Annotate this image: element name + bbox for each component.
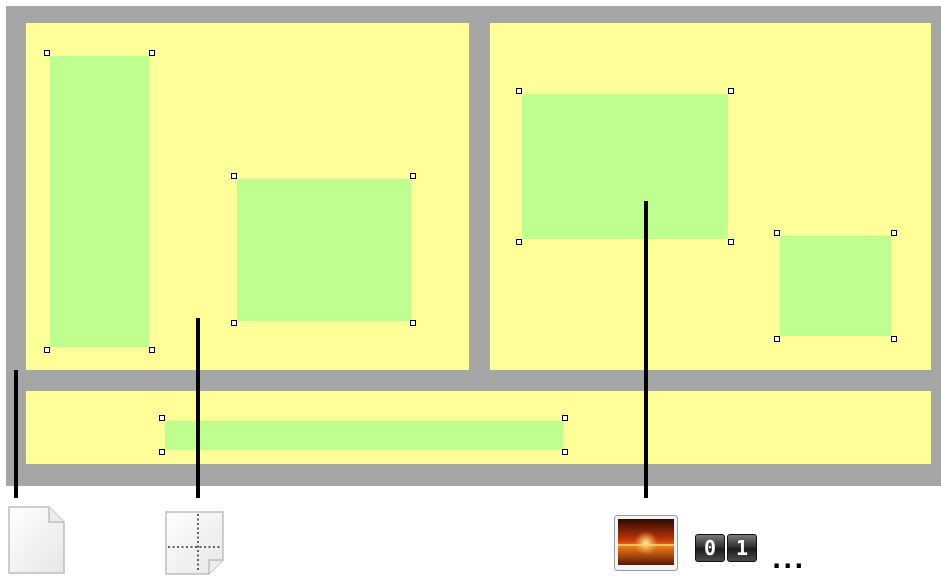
pointer-line-blank xyxy=(14,370,18,498)
resize-handle[interactable] xyxy=(891,230,897,236)
resize-handle[interactable] xyxy=(231,173,237,179)
content-box-top-right[interactable] xyxy=(522,94,728,239)
resize-handle[interactable] xyxy=(562,415,568,421)
resize-handle[interactable] xyxy=(728,239,734,245)
resize-handle[interactable] xyxy=(44,50,50,56)
resize-handle[interactable] xyxy=(774,230,780,236)
content-box-small-right[interactable] xyxy=(780,236,891,336)
pointer-line-image xyxy=(644,201,648,498)
resize-handle[interactable] xyxy=(44,347,50,353)
content-box-wide-bottom[interactable] xyxy=(165,421,563,450)
resize-handle[interactable] xyxy=(149,347,155,353)
resize-handle[interactable] xyxy=(410,173,416,179)
resize-handle[interactable] xyxy=(774,336,780,342)
content-box-tall[interactable] xyxy=(50,56,149,347)
resize-handle[interactable] xyxy=(728,88,734,94)
resize-handle[interactable] xyxy=(891,336,897,342)
content-box-middle[interactable] xyxy=(237,179,411,321)
counter-digit: 0 xyxy=(695,534,725,562)
pointer-line-layout xyxy=(196,318,200,498)
sunset-image-icon[interactable] xyxy=(614,515,678,571)
resize-handle[interactable] xyxy=(159,415,165,421)
resize-handle[interactable] xyxy=(516,239,522,245)
number-counter-icon[interactable]: 0 1 xyxy=(695,534,757,562)
resize-handle[interactable] xyxy=(410,320,416,326)
resize-handle[interactable] xyxy=(149,50,155,56)
resize-handle[interactable] xyxy=(516,88,522,94)
layout-grid-document-icon[interactable] xyxy=(164,510,226,576)
counter-digit: 1 xyxy=(727,534,757,562)
blank-document-icon[interactable] xyxy=(5,505,67,575)
resize-handle[interactable] xyxy=(159,449,165,455)
resize-handle[interactable] xyxy=(562,449,568,455)
resize-handle[interactable] xyxy=(231,320,237,326)
more-ellipsis: ... xyxy=(772,548,805,572)
